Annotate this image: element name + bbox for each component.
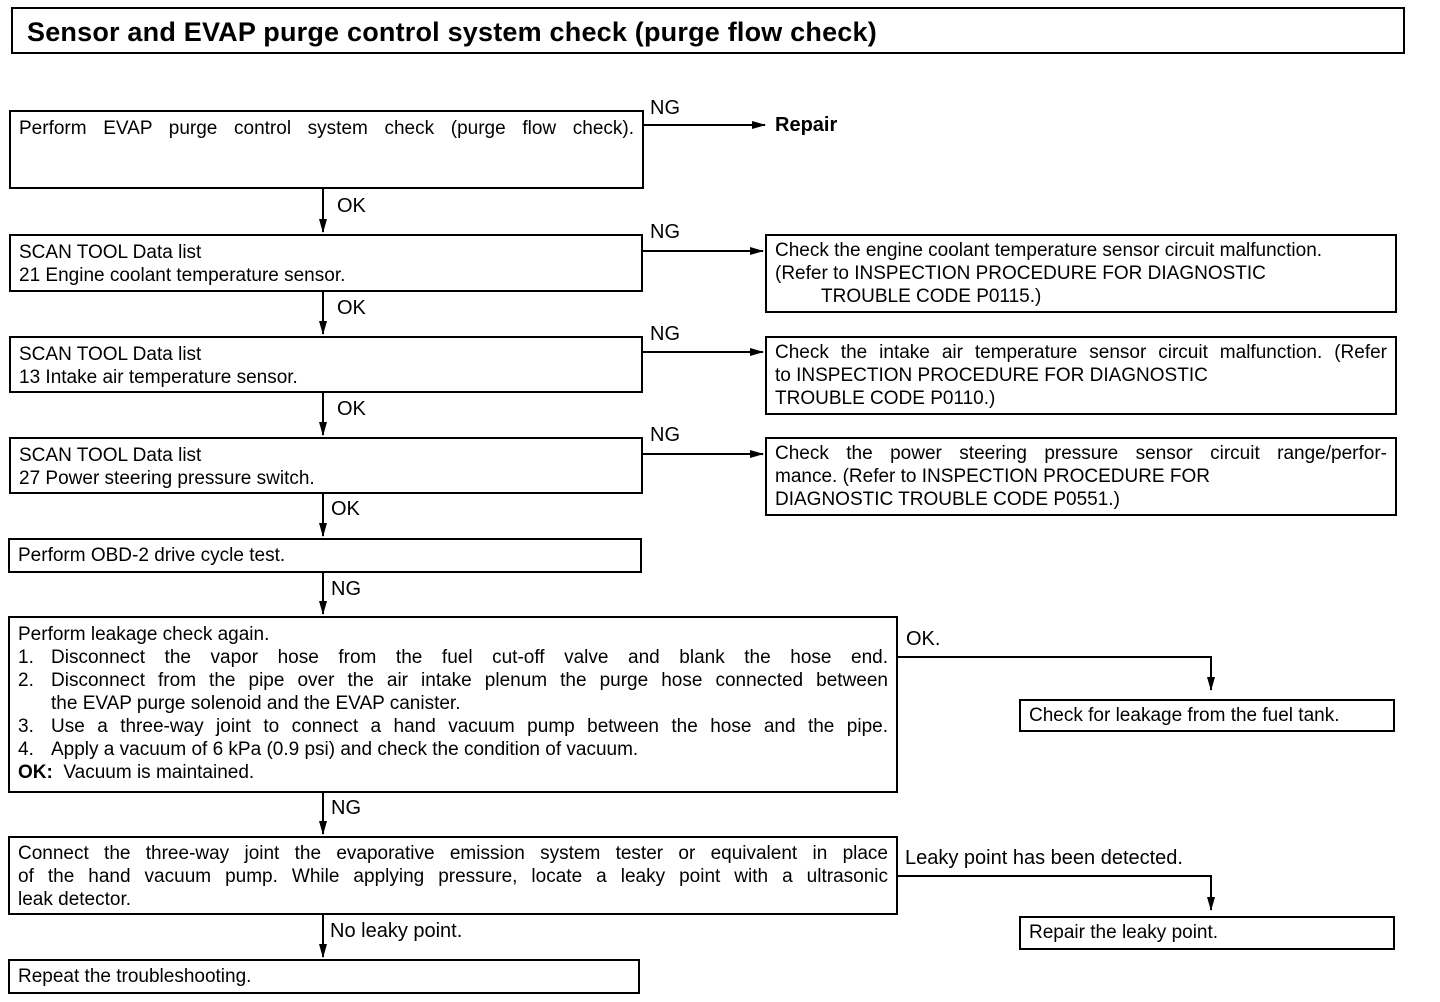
result-line: Check the power steering pressure sensor…: [775, 443, 1387, 464]
leakage-item-4: 4. Apply a vacuum of 6 kPa (0.9 psi) and …: [18, 738, 888, 761]
page-title: Sensor and EVAP purge control system che…: [27, 17, 877, 47]
label-ng: NG: [331, 578, 361, 600]
label-ok: OK: [337, 398, 366, 420]
step-leakage-check: Perform leakage check again. 1. Disconnec…: [8, 616, 898, 793]
step-line: SCAN TOOL Data list: [19, 242, 202, 263]
item-text: Disconnect the vapor hose from the fuel …: [51, 647, 888, 668]
result-coolant-sensor: Check the engine coolant temperature sen…: [765, 234, 1397, 313]
label-no-leaky-point: No leaky point.: [330, 920, 463, 942]
ok-label: OK:: [18, 762, 53, 783]
step-obd2-drive-cycle-text: Perform OBD-2 drive cycle test.: [18, 545, 286, 566]
step-line: SCAN TOOL Data list: [19, 344, 202, 365]
step-line: leak detector.: [18, 889, 132, 910]
label-ng: NG: [650, 323, 680, 345]
result-repair-leak-text: Repair the leaky point.: [1029, 922, 1219, 943]
step-line: of the hand vacuum pump. While applying …: [18, 866, 888, 887]
item-text: Disconnect from the pipe over the air in…: [51, 670, 888, 691]
step-line: SCAN TOOL Data list: [19, 445, 202, 466]
result-line: TROUBLE CODE P0110.): [775, 388, 996, 409]
result-line: mance. (Refer to INSPECTION PROCEDURE FO…: [775, 466, 1210, 487]
label-ok: OK.: [906, 628, 941, 650]
step-repeat-troubleshooting: Repeat the troubleshooting.: [8, 959, 640, 994]
item-number: 3.: [18, 716, 34, 737]
arrow-leaky: [898, 875, 1215, 911]
item-number: 2.: [18, 670, 34, 691]
label-ng: NG: [650, 97, 680, 119]
result-line: (Refer to INSPECTION PROCEDURE FOR DIAGN…: [775, 263, 1266, 284]
step-line: 13 Intake air temperature sensor.: [19, 367, 298, 388]
result-intake-sensor: Check the intake air temperature sensor …: [765, 336, 1397, 415]
leakage-item-2-cont: the EVAP purge solenoid and the EVAP can…: [51, 693, 461, 714]
result-line: Check the intake air temperature sensor …: [775, 342, 1387, 363]
result-steering-sensor: Check the power steering pressure sensor…: [765, 437, 1397, 516]
label-ng: NG: [331, 797, 361, 819]
item-number: 1.: [18, 647, 34, 668]
result-fuel-tank-text: Check for leakage from the fuel tank.: [1029, 705, 1340, 726]
result-line: TROUBLE CODE P0115.): [821, 286, 1042, 307]
item-number: 4.: [18, 739, 34, 760]
label-ok: OK: [337, 195, 366, 217]
step-scan-tool-intake: SCAN TOOL Data list 13 Intake air temper…: [9, 336, 643, 393]
leakage-item-2: 2. Disconnect from the pipe over the air …: [18, 669, 888, 692]
label-ng: NG: [650, 221, 680, 243]
leakage-ok-row: OK: Vacuum is maintained.: [18, 761, 888, 784]
step-three-way-joint: Connect the three-way joint the evaporat…: [8, 836, 898, 915]
label-ok: OK: [337, 297, 366, 319]
result-repair: Repair: [775, 114, 838, 136]
result-line: to INSPECTION PROCEDURE FOR DIAGNOSTIC: [775, 365, 1208, 386]
step-line: 21 Engine coolant temperature sensor.: [19, 265, 346, 286]
step-line: Connect the three-way joint the evaporat…: [18, 843, 888, 864]
result-repair-leak: Repair the leaky point.: [1019, 916, 1395, 950]
step-scan-tool-coolant: SCAN TOOL Data list 21 Engine coolant te…: [9, 234, 643, 292]
item-text: Apply a vacuum of 6 kPa (0.9 psi) and ch…: [51, 739, 639, 760]
arrow-ok6: [898, 656, 1215, 691]
step-repeat-text: Repeat the troubleshooting.: [18, 966, 252, 987]
step-obd2-drive-cycle: Perform OBD-2 drive cycle test.: [8, 538, 642, 573]
leakage-check-heading: Perform leakage check again.: [18, 624, 270, 645]
title-box: Sensor and EVAP purge control system che…: [11, 7, 1405, 54]
item-text: Use a three-way joint to connect a hand …: [51, 716, 888, 737]
step-scan-tool-steering: SCAN TOOL Data list 27 Power steering pr…: [9, 437, 643, 494]
label-ok: OK: [331, 498, 360, 520]
leakage-item-3: 3. Use a three-way joint to connect a han…: [18, 715, 888, 738]
result-line: DIAGNOSTIC TROUBLE CODE P0551.): [775, 489, 1120, 510]
result-line: Check the engine coolant temperature sen…: [775, 240, 1323, 261]
ok-text: Vacuum is maintained.: [63, 762, 255, 783]
label-leaky-detected: Leaky point has been detected.: [905, 847, 1183, 869]
step-evap-purge-check-text: Perform EVAP purge control system check …: [19, 118, 634, 139]
result-fuel-tank-leak: Check for leakage from the fuel tank.: [1019, 699, 1395, 732]
label-ng: NG: [650, 424, 680, 446]
step-line: 27 Power steering pressure switch.: [19, 468, 315, 489]
step-evap-purge-check: Perform EVAP purge control system check …: [9, 110, 644, 189]
leakage-item-1: 1. Disconnect the vapor hose from the fue…: [18, 646, 888, 669]
